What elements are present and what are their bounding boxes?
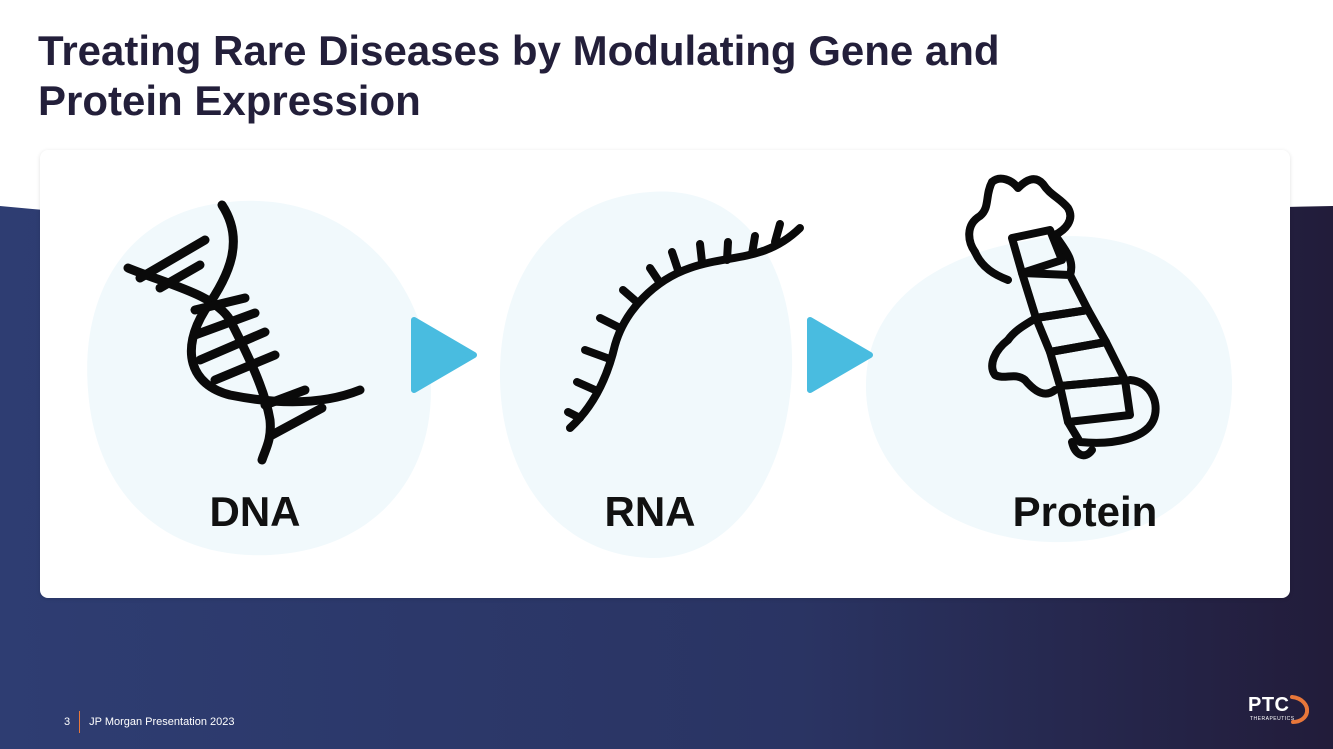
expression-flow-card: DNA RNA Protein: [40, 150, 1290, 598]
stage-label-dna: DNA: [209, 488, 301, 535]
rna-strand-icon: [564, 220, 804, 432]
slide-footer: 3 JP Morgan Presentation 2023: [64, 711, 234, 733]
stage-label-rna: RNA: [604, 488, 696, 535]
footer-divider: [79, 711, 81, 733]
stage-label-protein: Protein: [1012, 488, 1158, 535]
ptc-logo: PTC THERAPEUTICS: [1244, 694, 1310, 728]
logo-arc-icon: [1290, 695, 1310, 724]
flow-illustration: [87, 174, 1233, 559]
rna-blob: [499, 191, 793, 559]
play-arrow-icon: [807, 317, 873, 393]
page-number: 3: [64, 716, 71, 728]
slide-title: Treating Rare Diseases by Modulating Gen…: [38, 27, 1000, 124]
logo-wordmark: PTC: [1248, 694, 1290, 716]
play-arrow-icon: [411, 317, 477, 393]
logo-tagline: THERAPEUTICS: [1250, 716, 1295, 722]
protein-fold-icon: [965, 174, 1160, 460]
dna-helix-icon: [123, 200, 365, 465]
presentation-name: JP Morgan Presentation 2023: [89, 716, 235, 728]
